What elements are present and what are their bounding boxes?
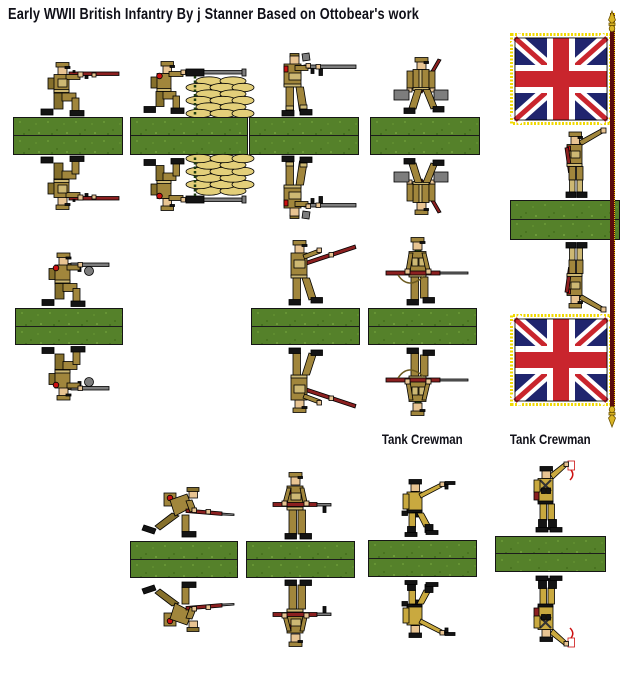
tank-crewman-label-right: Tank Crewman (510, 431, 591, 447)
unit-base (249, 117, 359, 155)
soldier-figure (141, 487, 235, 538)
soldier-figure (288, 240, 357, 306)
soldier-figure-mirrored (40, 155, 120, 210)
soldier-figure (564, 127, 607, 198)
soldier-figure (142, 60, 256, 119)
unit-base (368, 308, 477, 345)
soldier-figure-mirrored (401, 580, 456, 638)
sheet-title: Early WWII British Infantry By j Stanner… (8, 6, 522, 24)
soldier-figure-mirrored (533, 575, 576, 648)
unit-base (251, 308, 360, 345)
soldier-figure (533, 460, 576, 533)
unit-base (368, 540, 477, 577)
unit-base (13, 117, 123, 155)
soldier-figure-mirrored (288, 347, 357, 413)
soldier-figure-mirrored (141, 581, 235, 632)
soldier-figure (393, 57, 449, 114)
soldier-figure-mirrored (564, 242, 607, 313)
soldier-figure (272, 472, 332, 540)
flag-finial-icon (608, 10, 616, 33)
union-jack-flag (510, 33, 612, 125)
tank-crewman-label-left: Tank Crewman (382, 431, 463, 447)
flag-finial-mirrored-icon (608, 405, 616, 428)
soldier-figure-mirrored (281, 155, 357, 220)
unit-base (15, 308, 123, 345)
soldier-figure-mirrored (272, 579, 332, 647)
unit-base (130, 117, 248, 155)
soldier-figure (401, 479, 456, 537)
soldier-figure-mirrored (41, 346, 110, 401)
soldier-figure (385, 236, 469, 306)
soldier-figure-mirrored (393, 158, 449, 215)
union-jack-flag-mirrored (510, 314, 612, 406)
soldier-figure (281, 52, 357, 117)
soldier-figure (41, 252, 110, 307)
unit-base (495, 536, 606, 572)
unit-base (130, 541, 238, 578)
flag-pole (610, 13, 615, 407)
soldier-figure-mirrored (385, 347, 469, 417)
soldier-figure (40, 62, 120, 117)
soldier-figure-mirrored (142, 153, 256, 212)
sheet-title-text: Early WWII British Infantry By j Stanner… (8, 6, 420, 23)
unit-base (510, 200, 620, 240)
unit-base (370, 117, 480, 155)
unit-base (246, 541, 355, 578)
